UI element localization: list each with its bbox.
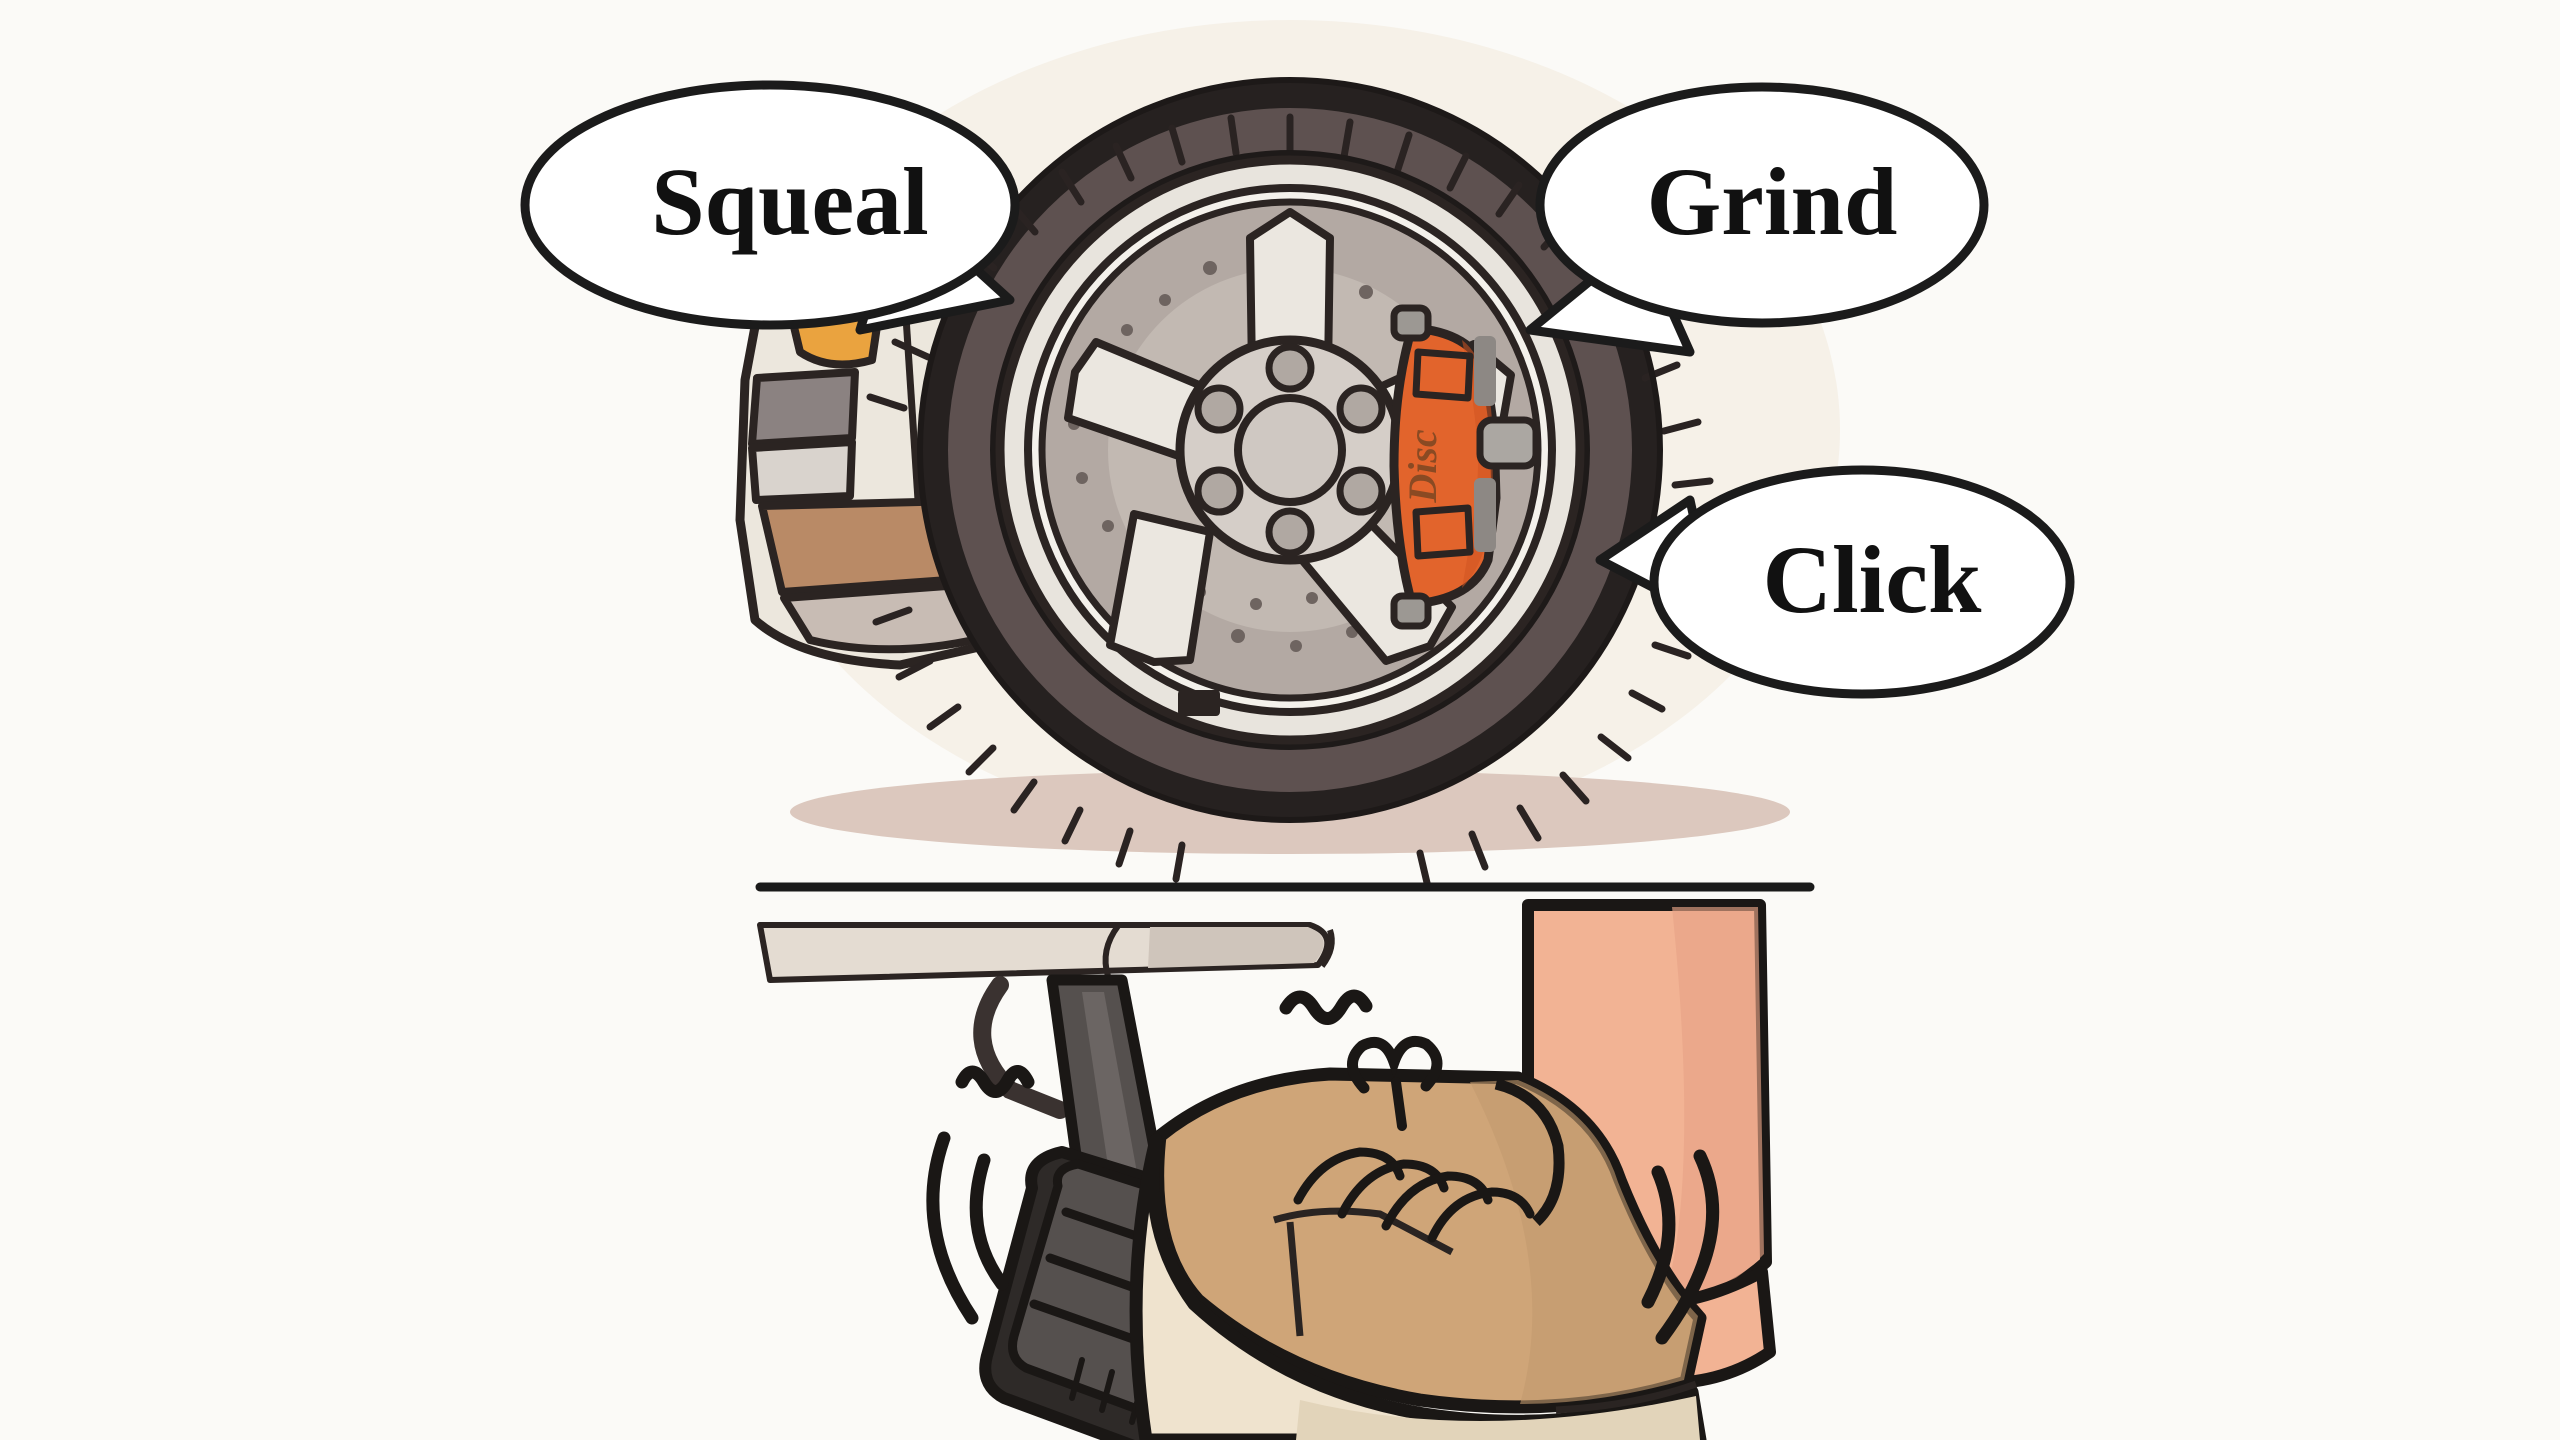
caliper-brand-text: Disc — [1400, 429, 1445, 504]
shoe-lace-tail — [1391, 1077, 1407, 1131]
caliper-piston-block — [1476, 416, 1540, 470]
speech-bubble-grind[interactable]: Grind — [1525, 82, 1989, 357]
caliper-bridge-bottom — [1412, 504, 1474, 560]
bubble-label-click: Click — [1763, 526, 1982, 633]
shoe-laces — [1293, 1147, 1535, 1243]
tire-outline-ring — [917, 77, 1663, 823]
shoe-sole-shade — [1296, 1396, 1700, 1440]
vibration-marks-left — [926, 1065, 1035, 1325]
body-crease-line — [901, 301, 922, 501]
shoe-sole — [1129, 1133, 1707, 1440]
brake-pad-lower — [1474, 478, 1496, 552]
floor-panel-seam-2 — [1319, 929, 1335, 968]
bubble-body-squeal — [520, 80, 1020, 330]
brake-pad-bottom — [1178, 690, 1220, 716]
light-grey-panel — [748, 438, 856, 504]
shoe-toe-seam — [1272, 1207, 1454, 1256]
lug-bolts — [1194, 343, 1386, 557]
lug-bolt — [1336, 466, 1386, 516]
leg-shade — [1664, 907, 1764, 1300]
shoe-upper-shade — [1470, 1080, 1698, 1404]
squiggle-icon — [955, 1065, 1035, 1098]
lug-bolt — [1194, 466, 1244, 516]
lug-bolt — [1336, 384, 1386, 434]
shoe-vamp-seam — [1286, 1221, 1304, 1337]
arc-short-icon — [969, 1153, 1009, 1291]
pedal-arm-highlight — [1082, 992, 1142, 1206]
cabin-floor-panel-shade — [1148, 927, 1324, 968]
lug-bolt — [1194, 384, 1244, 434]
speech-bubble-click[interactable]: Click — [1595, 465, 2075, 699]
caliper-bolt-top — [1390, 304, 1432, 342]
bubble-body-click — [1649, 465, 2075, 699]
shoe-sole-seam — [1555, 1380, 1698, 1414]
dark-grey-vent — [748, 368, 859, 448]
lug-bolt — [1265, 507, 1315, 557]
floor-panel-seam-1 — [1102, 924, 1121, 977]
rim-spoke-4 — [1106, 510, 1214, 666]
lug-bolt — [1265, 343, 1315, 393]
bubble-label-squeal: Squeal — [651, 148, 928, 255]
shoe-collar — [1494, 1078, 1565, 1227]
speech-bubble-squeal[interactable]: Squeal — [520, 80, 1020, 335]
brake-pad-upper — [1474, 336, 1496, 406]
bubble-body-grind — [1535, 82, 1989, 328]
caliper-bolt-bottom — [1390, 592, 1432, 630]
arc-short-icon — [1641, 1165, 1676, 1309]
wheel-hub-cap — [1234, 394, 1346, 506]
arc-long-icon — [926, 1131, 979, 1325]
shoe-lace-bow — [1347, 1035, 1443, 1094]
bubble-label-grind: Grind — [1647, 148, 1898, 255]
squiggle-icon — [1279, 989, 1373, 1025]
vibration-marks-right — [1279, 989, 1720, 1345]
caliper-bridge-top — [1412, 348, 1474, 402]
brake-caliper-group: Disc — [1389, 304, 1540, 630]
arc-long-icon — [1655, 1149, 1720, 1345]
cabin-floor-panel-group — [757, 922, 1335, 983]
